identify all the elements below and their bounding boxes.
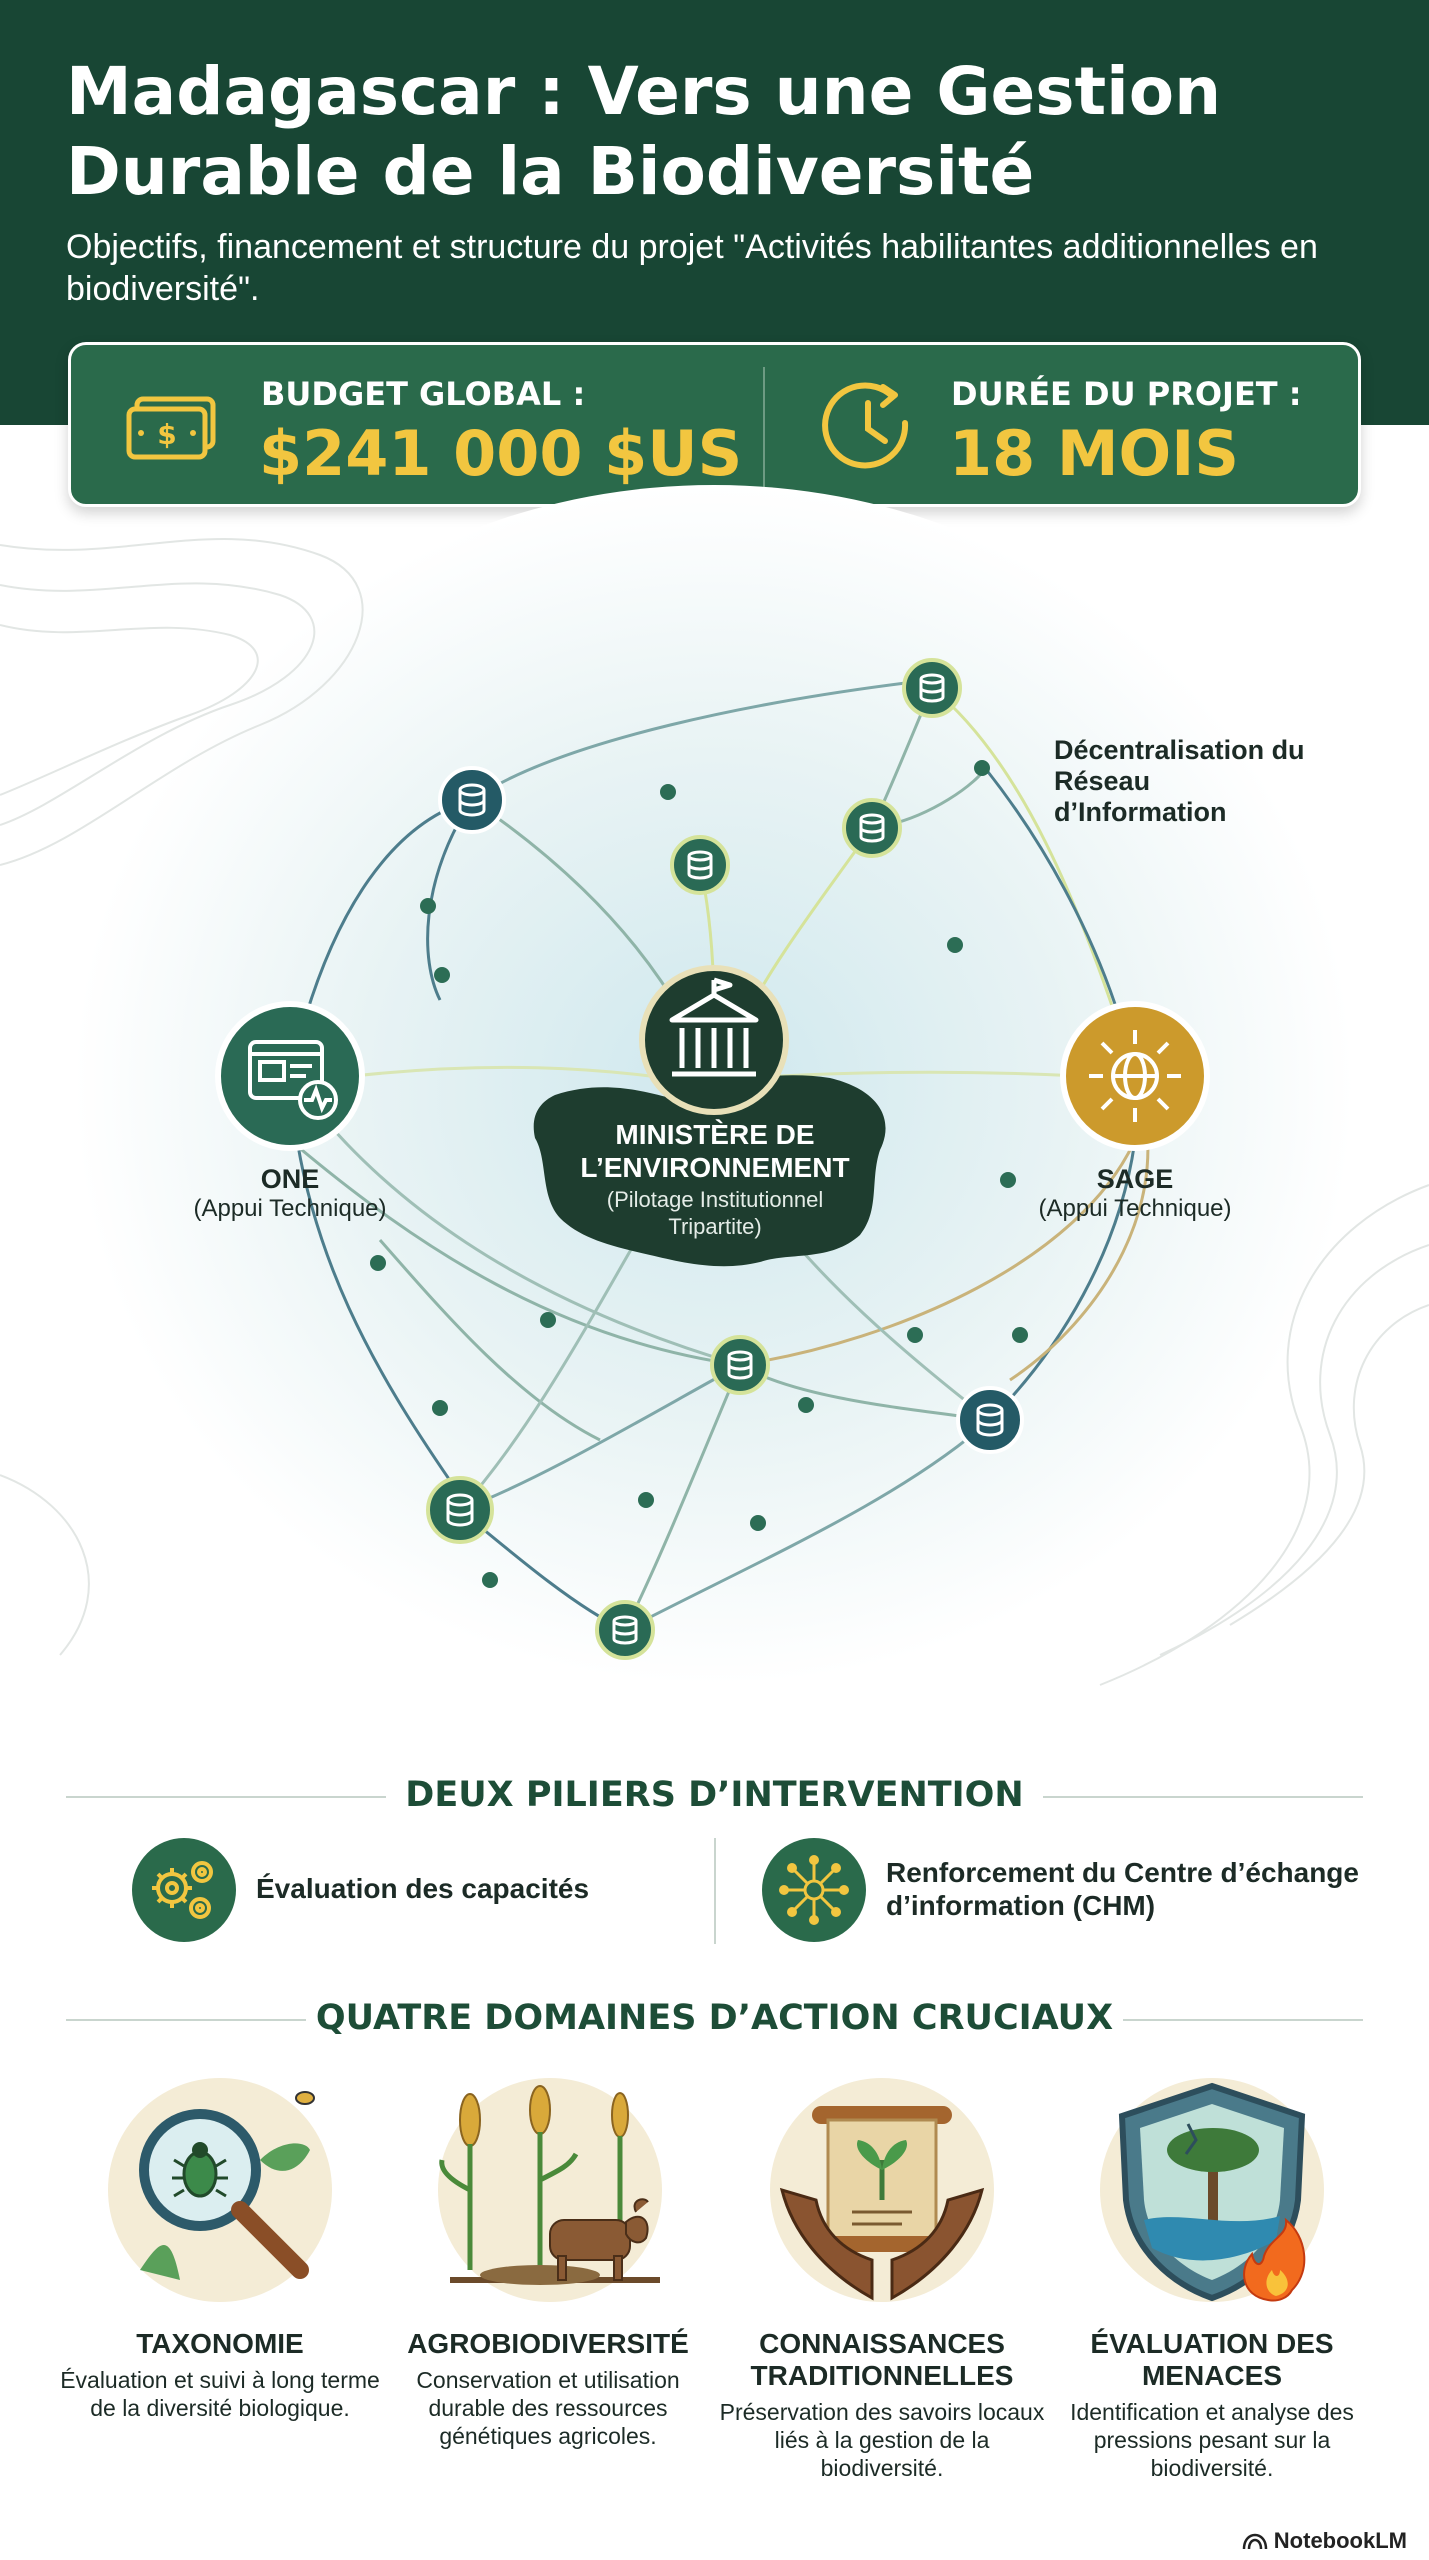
domains-rule-left xyxy=(66,2019,306,2021)
svg-text:$: $ xyxy=(157,418,176,451)
database-icon xyxy=(956,1386,1024,1454)
domain-taxonomie-desc: Évaluation et suivi à long terme de la d… xyxy=(60,2367,380,2421)
budget-value: $241 000 $US xyxy=(259,417,743,490)
magnifier-beetle-icon xyxy=(108,2078,332,2302)
domain-traditions-title: CONNAISSANCES TRADITIONNELLES xyxy=(750,2328,1014,2391)
database-icon xyxy=(670,835,730,895)
pillars-rule-left xyxy=(66,1796,386,1798)
decentralisation-label: Décentralisation du Réseau d’Information xyxy=(1054,735,1305,827)
duration-label: DURÉE DU PROJET : xyxy=(951,375,1302,413)
dashboard-monitor-icon xyxy=(248,1040,338,1120)
hands-scroll-icon xyxy=(770,2078,994,2302)
brand-label: NotebookLM xyxy=(1273,2528,1407,2553)
database-icon xyxy=(710,1335,770,1395)
stats-card: $ BUDGET GLOBAL : $241 000 $US DURÉE DU … xyxy=(68,342,1361,507)
ministry-title: MINISTÈRE DE L’ENVIRONNEMENT xyxy=(580,1119,850,1183)
clock-icon xyxy=(822,382,909,469)
database-icon xyxy=(842,798,902,858)
network-diagram xyxy=(215,658,1210,1660)
database-icon xyxy=(438,766,506,834)
sage-role: (Appui Technique) xyxy=(1038,1195,1232,1222)
domain-threats-desc: Identification et analyse des pressions … xyxy=(1070,2399,1354,2481)
domain-traditions-desc: Préservation des savoirs locaux liés à l… xyxy=(719,2399,1045,2481)
domain-agro-desc: Conservation et utilisation durable des … xyxy=(416,2367,680,2449)
brand-notebooklm: NotebookLM xyxy=(1242,2528,1407,2554)
stats-divider xyxy=(763,367,765,487)
pillar-capacity-label: Évaluation des capacités xyxy=(256,1873,590,1904)
budget-label: BUDGET GLOBAL : xyxy=(261,375,586,413)
domain-agro-title: AGROBIODIVERSITÉ xyxy=(407,2328,689,2359)
gears-icon xyxy=(132,1838,236,1942)
database-icon xyxy=(595,1600,655,1660)
crops-zebu-icon xyxy=(438,2078,662,2302)
domain-taxonomie-title: TAXONOMIE xyxy=(136,2328,304,2359)
government-building-icon xyxy=(669,977,759,1077)
money-icon: $ xyxy=(126,396,216,460)
sage-label: SAGE (Appui Technique) xyxy=(1015,1164,1255,1223)
hub-network-icon xyxy=(762,1838,866,1942)
page-subtitle: Objectifs, financement et structure du p… xyxy=(66,228,1318,308)
pillar-chm-label: Renforcement du Centre d’échange d’infor… xyxy=(886,1857,1359,1921)
domains-title: QUATRE DOMAINES D’ACTION CRUCIAUX xyxy=(315,1998,1114,2038)
one-role: (Appui Technique) xyxy=(193,1195,387,1222)
database-icon xyxy=(426,1476,494,1544)
database-icon xyxy=(902,658,962,718)
one-label: ONE (Appui Technique) xyxy=(170,1164,410,1223)
duration-value: 18 MOIS xyxy=(949,417,1239,490)
pillars-title: DEUX PILIERS D’INTERVENTION xyxy=(405,1775,1024,1815)
notebooklm-logo-icon xyxy=(1242,2533,1268,2550)
page-title: Madagascar : Vers une Gestion Durable de… xyxy=(66,53,1222,210)
pillars-rule-right xyxy=(1043,1796,1363,1798)
domain-threats-title: ÉVALUATION DES MENACES xyxy=(1090,2328,1334,2391)
pillars-divider xyxy=(714,1838,716,1944)
one-name: ONE xyxy=(260,1164,320,1194)
sage-name: SAGE xyxy=(1096,1164,1174,1194)
database-nodes xyxy=(426,658,1024,1660)
madagascar-map-shape xyxy=(533,1075,886,1267)
ministry-subtitle: (Pilotage Institutionnel Tripartite) xyxy=(606,1187,824,1239)
globe-network-icon xyxy=(1089,1030,1181,1122)
domains-rule-right xyxy=(1123,2019,1363,2021)
shield-fire-icon xyxy=(1100,2078,1324,2302)
